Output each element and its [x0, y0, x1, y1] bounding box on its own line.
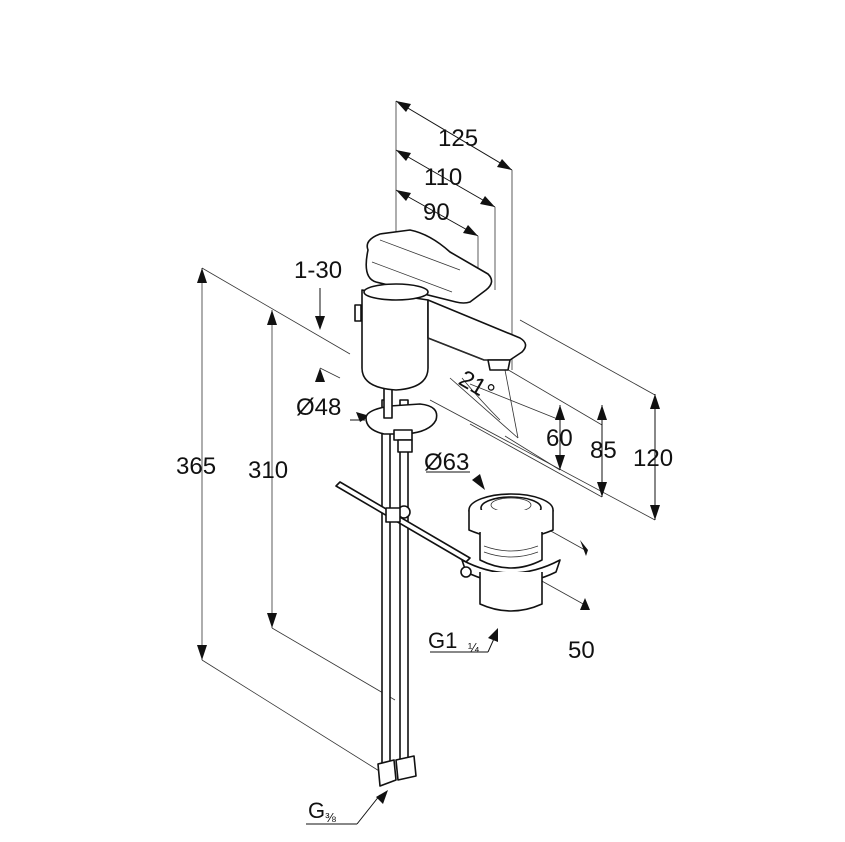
faucet-body: [354, 229, 527, 391]
dim-spout-angle-label: 21°: [454, 365, 499, 407]
dim-85-label: 85: [590, 437, 617, 464]
supply-thread-fraction: ⅜: [325, 810, 336, 825]
drain-thread-label: G1: [428, 628, 457, 653]
mounting-assembly: [365, 387, 438, 453]
dim-spout-diameter-label: Ø48: [296, 394, 341, 421]
dimension-arrows: [197, 101, 660, 804]
dimension-labels: 125 110 90 1-30 Ø48 365 310 21° 60 85 12…: [176, 125, 673, 825]
dim-90-label: 90: [423, 199, 450, 226]
dim-lever-offset-label: 1-30: [294, 257, 342, 284]
dim-50-label: 50: [568, 637, 595, 664]
drain-assembly: [460, 493, 561, 612]
dim-310-label: 310: [248, 457, 288, 484]
dim-365-label: 365: [176, 453, 216, 480]
dim-drain-diameter-label: Ø63: [424, 449, 469, 476]
dim-125-label: 125: [438, 125, 478, 152]
dimension-lines: [201, 100, 656, 825]
dim-110-label: 110: [424, 164, 462, 191]
supply-hoses: [377, 399, 417, 787]
dim-60-label: 60: [546, 425, 573, 452]
popup-rod: [335, 481, 471, 563]
supply-thread-label: G: [308, 798, 325, 823]
drain-thread-fraction: ¼: [468, 640, 479, 655]
dim-120-label: 120: [633, 445, 673, 472]
